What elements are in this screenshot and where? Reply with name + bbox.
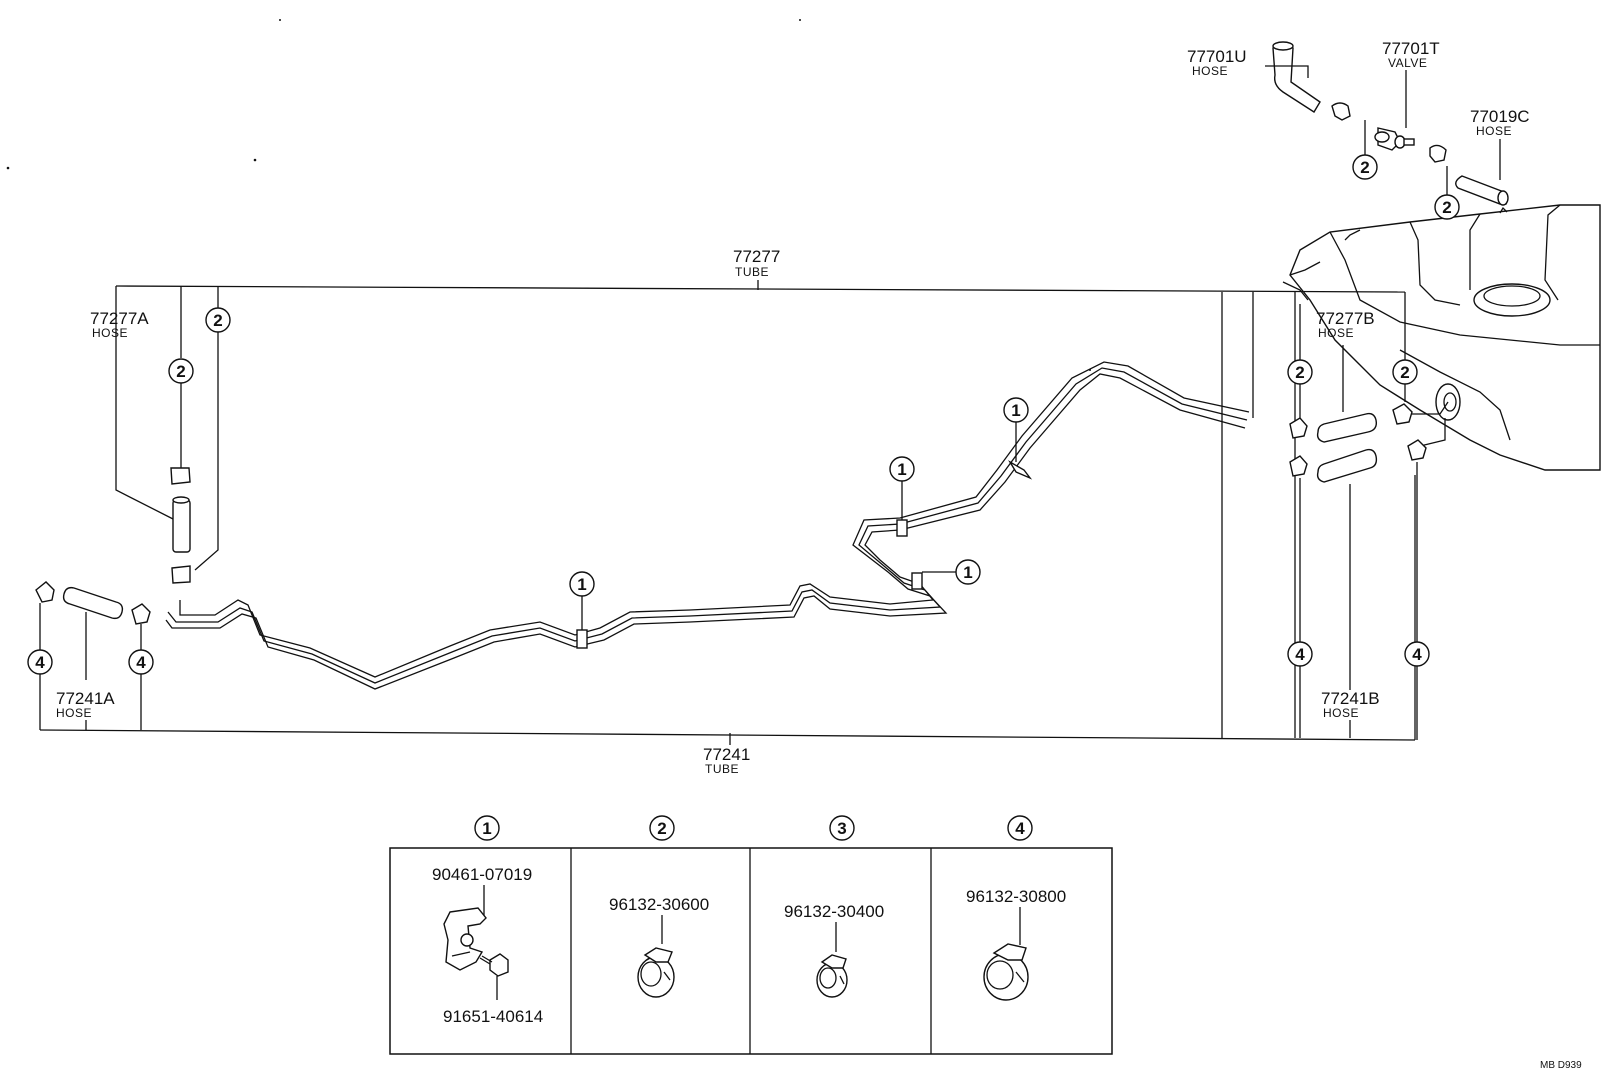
- callout-2: 2: [168, 358, 194, 384]
- clamp-4-icon: [131, 603, 151, 625]
- part-77277a-number: 77277A: [90, 309, 149, 328]
- svg-text:4: 4: [1412, 645, 1422, 664]
- svg-text:4: 4: [1295, 645, 1305, 664]
- callout-2: 2: [205, 307, 231, 333]
- part-77241-name: TUBE: [705, 762, 739, 776]
- part-77277-name: TUBE: [735, 265, 769, 279]
- callout-1: 1: [889, 456, 915, 482]
- part-77241-number: 77241: [703, 745, 750, 764]
- bolt-icon: [479, 953, 509, 977]
- svg-text:1: 1: [482, 819, 491, 838]
- legend-header-1: 1: [474, 815, 500, 841]
- legend-part-96132-30800: 96132-30800: [966, 887, 1066, 906]
- hose-77241b-part: [1316, 448, 1378, 483]
- hose-77277b-part: [1316, 412, 1378, 443]
- svg-text:1: 1: [963, 563, 972, 582]
- hose-77019c-part: [1455, 175, 1509, 206]
- callout-4: 4: [128, 649, 154, 675]
- clamp-2-icon: [1331, 102, 1351, 121]
- part-77701t-number: 77701T: [1382, 39, 1440, 58]
- callout-4: 4: [27, 649, 53, 675]
- clamp-2-icon: [1392, 403, 1413, 425]
- svg-text:4: 4: [136, 653, 146, 672]
- drawing-code: MB D939: [1540, 1060, 1582, 1071]
- callout-2: 2: [1352, 154, 1378, 180]
- hose-clamp-icon: [637, 947, 675, 998]
- main-tube-assembly: [165, 361, 1250, 690]
- svg-text:1: 1: [1011, 401, 1020, 420]
- part-77701u-number: 77701U: [1187, 47, 1247, 66]
- svg-text:1: 1: [897, 460, 906, 479]
- part-77241a-name: HOSE: [56, 706, 92, 720]
- hose-clamp-icon: [816, 954, 848, 998]
- part-77277b-name: HOSE: [1318, 326, 1354, 340]
- legend-part-96132-30600: 96132-30600: [609, 895, 709, 914]
- callout-1: 1: [955, 559, 981, 585]
- svg-text:3: 3: [837, 819, 846, 838]
- hose-77277a-part: [172, 496, 191, 553]
- tube-clamp-bracket-icon: [443, 907, 487, 971]
- legend-header-2: 2: [649, 815, 675, 841]
- part-77277a-name: HOSE: [92, 326, 128, 340]
- svg-text:4: 4: [1015, 819, 1025, 838]
- callout-4: 4: [1404, 641, 1430, 667]
- clamp-2-icon: [1429, 144, 1447, 163]
- clamp-2-icon: [170, 467, 191, 485]
- part-77277b-number: 77277B: [1316, 309, 1375, 328]
- callout-1: 1: [569, 571, 595, 597]
- hose-clamp-icon: [983, 943, 1029, 1001]
- svg-text:2: 2: [657, 819, 666, 838]
- part-77241b-number: 77241B: [1321, 689, 1380, 708]
- part-77241b-name: HOSE: [1323, 706, 1359, 720]
- svg-text:2: 2: [1400, 363, 1409, 382]
- valve-77701t-part: [1374, 127, 1415, 151]
- clamp-2-icon: [171, 565, 191, 584]
- callout-2: 2: [1287, 359, 1313, 385]
- legend-header-3: 3: [829, 815, 855, 841]
- clamp-4-icon: [35, 581, 55, 603]
- part-77701u-name: HOSE: [1192, 64, 1228, 78]
- clamp-legend-table: 1 2 3 4 90461-07019 91651-40614 96132: [389, 815, 1113, 1055]
- svg-text:2: 2: [213, 311, 222, 330]
- callout-1: 1: [1003, 397, 1029, 423]
- clamp-4-icon: [1289, 455, 1308, 477]
- svg-text:2: 2: [1295, 363, 1304, 382]
- clamp-2-icon: [1289, 417, 1308, 439]
- callout-4: 4: [1287, 641, 1313, 667]
- hose-77241a-part: [62, 586, 124, 620]
- hose-77701u-part: [1272, 41, 1321, 113]
- part-77019c-number: 77019C: [1470, 107, 1530, 126]
- legend-part-96132-30400: 96132-30400: [784, 902, 884, 921]
- clamp-4-icon: [1407, 439, 1427, 461]
- svg-text:2: 2: [176, 362, 185, 381]
- svg-text:4: 4: [35, 653, 45, 672]
- legend-part-91651-40614: 91651-40614: [443, 1007, 543, 1026]
- legend-part-90461-07019: 90461-07019: [432, 865, 532, 884]
- part-77019c-name: HOSE: [1476, 124, 1512, 138]
- svg-text:2: 2: [1360, 158, 1369, 177]
- part-77277-number: 77277: [733, 247, 780, 266]
- svg-text:1: 1: [577, 575, 586, 594]
- svg-text:2: 2: [1442, 198, 1451, 217]
- callout-2: 2: [1434, 194, 1460, 220]
- legend-header-4: 4: [1007, 815, 1033, 841]
- callout-2: 2: [1392, 359, 1418, 385]
- part-77701t-name: VALVE: [1388, 56, 1427, 70]
- part-77241a-number: 77241A: [56, 689, 115, 708]
